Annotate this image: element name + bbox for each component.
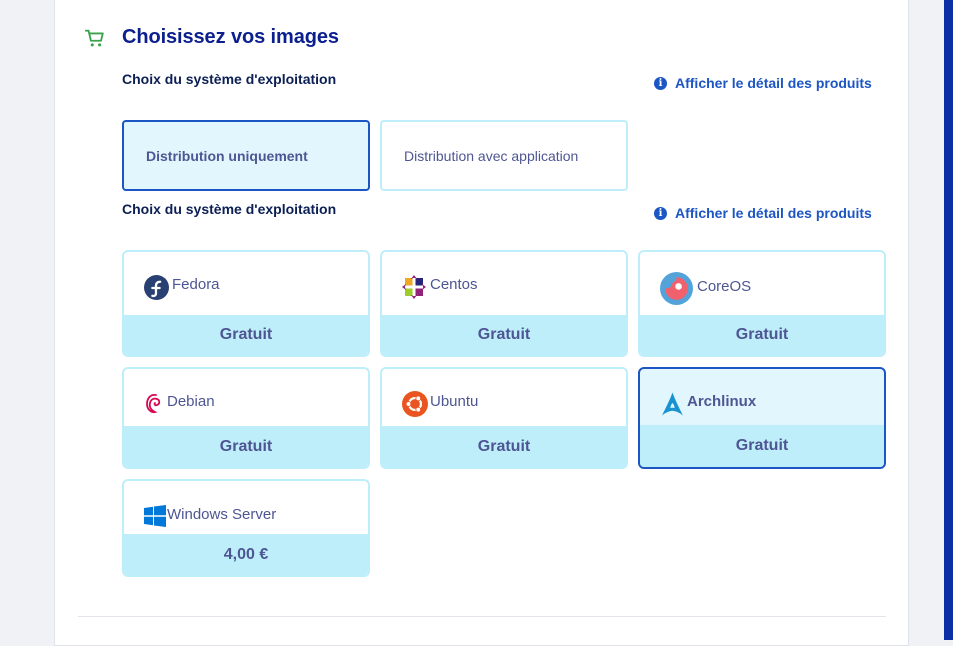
os-choice-label-2: Choix du système d'exploitation: [122, 201, 337, 217]
distribution-with-app-label: Distribution avec application: [404, 147, 579, 164]
os-price-windows-server: 4,00 €: [124, 534, 368, 575]
os-name-debian: Debian: [167, 393, 215, 410]
cart-icon: [84, 29, 104, 46]
os-price-ubuntu: Gratuit: [382, 426, 626, 467]
product-details-link[interactable]: i Afficher le détail des produits: [654, 75, 872, 91]
os-card-coreos[interactable]: CoreOS Gratuit: [638, 250, 886, 357]
page-title: Choisissez vos images: [122, 26, 339, 48]
os-card-archlinux[interactable]: Archlinux Gratuit: [638, 367, 886, 469]
product-details-link-label: Afficher le détail des produits: [675, 75, 872, 91]
os-price-archlinux: Gratuit: [640, 425, 884, 467]
section-header: Choisissez vos images: [84, 26, 339, 49]
os-card-windows-server[interactable]: Windows Server 4,00 €: [122, 479, 370, 577]
os-name-windows-server: Windows Server: [167, 506, 277, 523]
os-card-centos[interactable]: Centos Gratuit: [380, 250, 628, 357]
os-name-coreos: CoreOS: [697, 278, 752, 295]
os-price-coreos: Gratuit: [640, 315, 884, 355]
distribution-with-app-button[interactable]: Distribution avec application: [380, 120, 628, 191]
os-name-archlinux: Archlinux: [687, 393, 757, 410]
os-name-centos: Centos: [430, 276, 478, 293]
fedora-logo-icon: [144, 275, 169, 300]
windows-logo-icon: [144, 505, 166, 527]
archlinux-logo-icon: [662, 392, 683, 416]
os-card-ubuntu[interactable]: Ubuntu Gratuit: [380, 367, 628, 469]
os-price-fedora: Gratuit: [124, 315, 368, 355]
product-details-link-2[interactable]: i Afficher le détail des produits: [654, 205, 872, 221]
distribution-only-button[interactable]: Distribution uniquement: [122, 120, 370, 191]
os-choice-label: Choix du système d'exploitation: [122, 71, 337, 87]
os-name-fedora: Fedora: [172, 276, 220, 293]
os-price-centos: Gratuit: [382, 315, 626, 355]
info-icon: i: [654, 76, 667, 90]
product-details-link-label: Afficher le détail des produits: [675, 205, 872, 221]
os-name-ubuntu: Ubuntu: [430, 393, 479, 410]
ubuntu-logo-icon: [402, 391, 428, 417]
os-price-debian: Gratuit: [124, 426, 368, 467]
os-card-debian[interactable]: Debian Gratuit: [122, 367, 370, 469]
coreos-logo-icon: [660, 272, 693, 305]
centos-logo-icon: [402, 275, 426, 299]
divider: [78, 616, 886, 617]
distribution-only-label: Distribution uniquement: [146, 147, 308, 164]
info-icon: i: [654, 206, 667, 220]
os-card-fedora[interactable]: Fedora Gratuit: [122, 250, 370, 357]
debian-logo-icon: [146, 393, 161, 414]
right-edge-bar: [944, 0, 953, 640]
